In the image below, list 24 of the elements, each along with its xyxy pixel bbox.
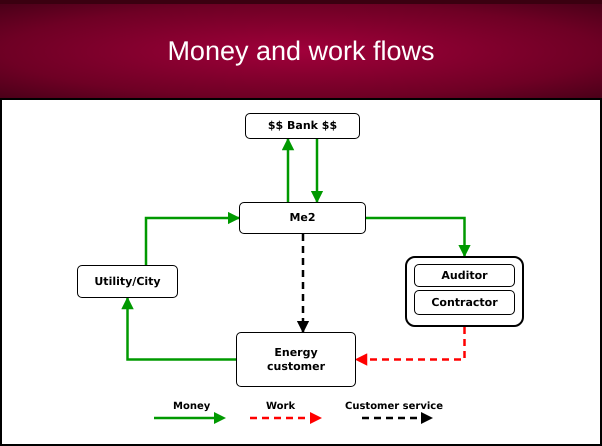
arrow xyxy=(366,216,471,258)
node-label: Me2 xyxy=(288,211,317,225)
node-label: Utility/City xyxy=(93,274,162,288)
node-label: $$ Bank $$ xyxy=(266,119,338,133)
arrow xyxy=(354,327,466,366)
arrow xyxy=(282,138,294,202)
node-label: Auditor xyxy=(440,268,489,282)
title: Money and work flows xyxy=(167,34,435,68)
process-box xyxy=(414,264,515,287)
process-box xyxy=(245,113,360,139)
process-box xyxy=(236,332,356,387)
process-box xyxy=(239,202,366,234)
arrow xyxy=(296,234,310,334)
node-label: Contractor xyxy=(430,296,499,310)
legend-label: Customer service xyxy=(345,400,443,414)
process-box xyxy=(414,290,515,315)
arrow xyxy=(310,139,324,204)
legend-label: Money xyxy=(173,400,210,414)
group-box xyxy=(405,256,524,327)
legend-label: Work xyxy=(266,400,296,414)
arrow xyxy=(144,212,240,265)
process-box xyxy=(77,265,178,298)
arrow xyxy=(121,296,236,361)
node-label: Energy customer xyxy=(266,346,326,374)
